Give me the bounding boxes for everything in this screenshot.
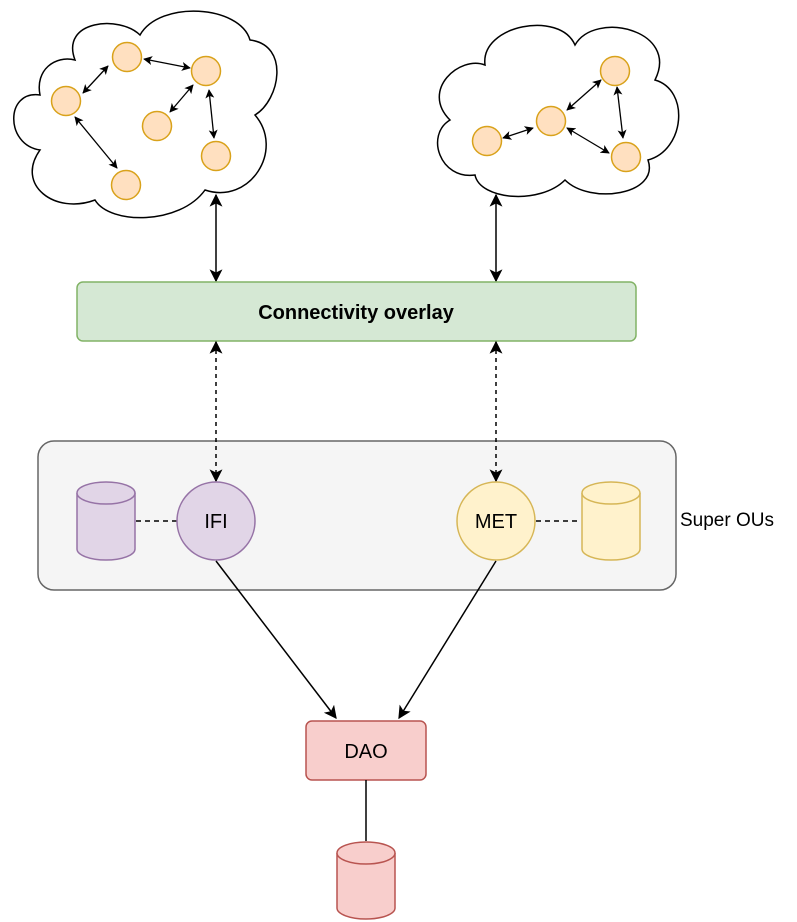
peer-link — [205, 89, 218, 139]
peer-node — [50, 85, 82, 117]
dao-database-icon — [336, 841, 396, 920]
ifi-database-icon — [76, 481, 136, 561]
dao-label: DAO — [344, 741, 387, 763]
peer-node — [141, 110, 173, 142]
peer-link — [502, 126, 534, 140]
peer-node — [610, 141, 642, 173]
ifi-dao-link — [215, 560, 337, 720]
peer-link — [82, 65, 109, 94]
super-ous-group: Super OUs — [37, 440, 774, 591]
group-label: Super OUs — [680, 510, 774, 531]
peer-link — [143, 56, 191, 71]
cloud-shape — [13, 10, 278, 219]
met-circle — [456, 481, 536, 561]
peer-node — [535, 105, 567, 137]
peer-node — [599, 55, 631, 87]
dao-node: DAO — [305, 720, 427, 781]
peer-link — [566, 79, 602, 111]
met-label: MET — [475, 511, 517, 533]
peer-node — [110, 169, 142, 201]
peer-node — [111, 41, 143, 73]
met-dao-link — [398, 560, 497, 720]
ifi-label: IFI — [204, 511, 227, 533]
peer-network-cloud-right — [436, 24, 680, 198]
peer-node — [200, 140, 232, 172]
peer-link — [566, 127, 610, 154]
overlay-label: Connectivity overlay — [258, 302, 455, 324]
ifi-circle — [176, 481, 256, 561]
peer-link — [169, 84, 194, 113]
met-node: MET — [456, 481, 536, 561]
peer-link — [613, 86, 627, 139]
peer-node — [190, 55, 222, 87]
met-database-icon — [581, 481, 641, 561]
peer-link — [74, 116, 118, 169]
connectivity-overlay: Connectivity overlay — [76, 281, 637, 342]
peer-node — [471, 125, 503, 157]
peer-network-cloud-left — [13, 10, 278, 219]
overlay-box — [76, 281, 637, 342]
ifi-node: IFI — [176, 481, 256, 561]
